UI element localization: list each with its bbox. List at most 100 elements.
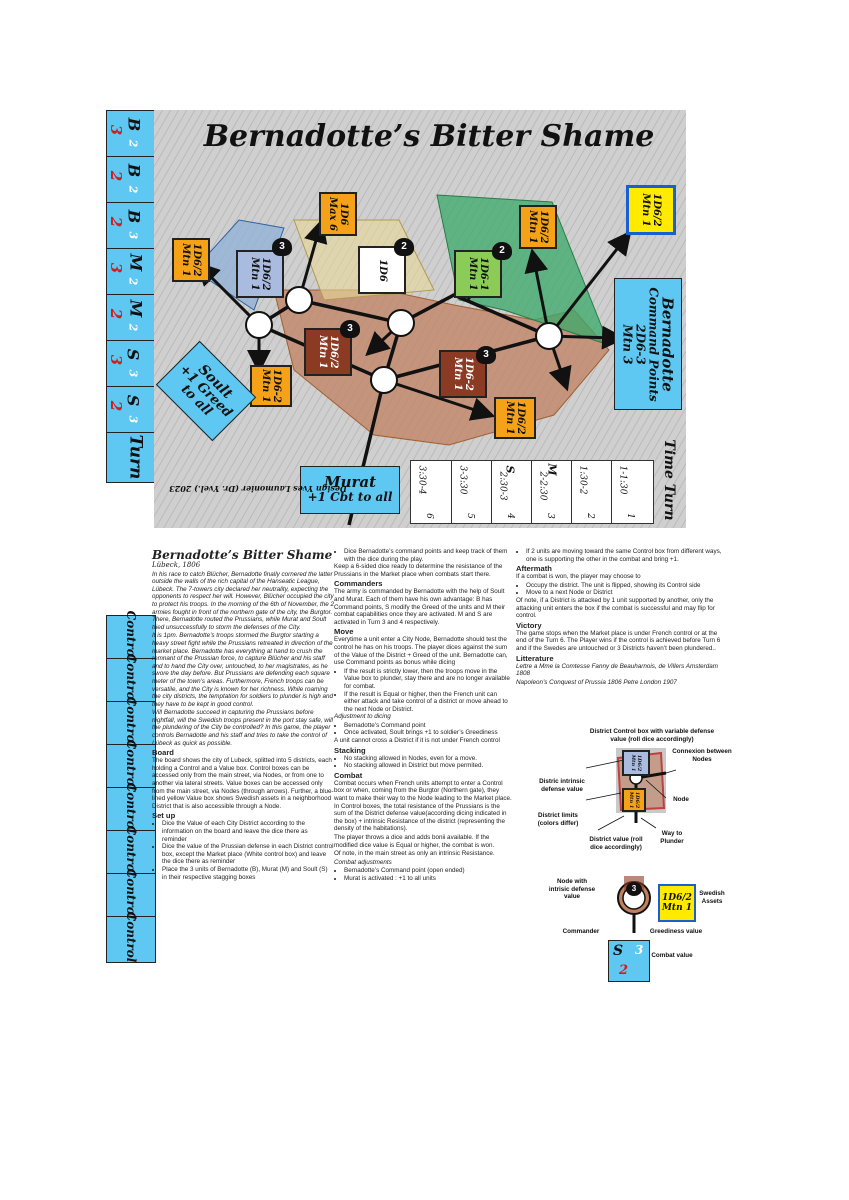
rules-paragraph: If a combat is won, the player may choos… [516, 573, 641, 581]
legend-value-box: 1D6/2 Mtn 1 [622, 788, 646, 812]
section-heading: Move [334, 627, 354, 637]
node-south [370, 366, 398, 394]
list-item: Murat is activated : +1 to all units [344, 875, 512, 883]
swedish-assets-box[interactable]: 1D6/2 Mtn 1 [626, 185, 676, 235]
designer-credit: Design Yves Laumonier (Dr. Yvel.) 2023 [169, 484, 347, 494]
node-center [387, 309, 415, 337]
section-heading: Litterature [516, 653, 554, 663]
rules-paragraph: Keep a 6-sided dice ready to determine t… [334, 563, 503, 578]
intrinsic-defense-heart: 3 [476, 346, 496, 364]
intro-paragraph: Will Bernadotte succeed in capturing the… [152, 709, 333, 747]
adjust-list: Bernadotte’s Command point Once activate… [334, 722, 512, 737]
control-counter[interactable]: Control [107, 869, 155, 919]
rules-paragraph: The game stops when the Market place is … [516, 629, 721, 652]
intrinsic-defense-heart: 3 [340, 320, 360, 338]
list-item: Once activated, Soult brings +1 to soldi… [344, 729, 512, 737]
turn-counter[interactable]: Turn [125, 434, 146, 480]
list-item: If 2 units are moving toward the same Co… [526, 548, 726, 563]
combat-support-list: If 2 units are moving toward the same Co… [516, 548, 726, 563]
setup-list-continued: Dice Bernadotte’s command points and kee… [334, 548, 512, 563]
map-legend: District Control box with variable defen… [526, 718, 732, 982]
node-northwest [285, 286, 313, 314]
section-heading: Aftermath [516, 564, 552, 574]
rules-paragraph: The player throws a dice and adds bonii … [334, 834, 495, 849]
intrinsic-defense-heart: 2 [492, 242, 512, 260]
control-counter-strip: Control Control Control Control Control … [106, 611, 156, 963]
list-item: Bernadotte’s Command point (open ended) [344, 867, 512, 875]
section-heading: Board [152, 748, 174, 758]
control-counter[interactable]: Control [107, 783, 155, 833]
list-item: Dice Bernadotte’s command points and kee… [344, 548, 512, 563]
rules-paragraph: A unit cannot cross a District if it is … [334, 737, 500, 745]
intrinsic-defense-heart: 3 [272, 238, 292, 256]
legend-node-heart: 3 [626, 882, 642, 896]
subsection-heading: Adjustment to dicing [334, 713, 391, 721]
district-control-green[interactable]: 1D6-1 Mtn 1 [454, 250, 502, 298]
section-heading: Set up [152, 811, 176, 821]
literature-item: Lettre a Mme la Comtesse Fanny de Beauha… [516, 662, 718, 678]
move-list: If the result is strictly lower, then th… [334, 668, 512, 714]
literature-item: Napoleon’s Conquest of Prussia 1806 Petr… [516, 678, 677, 686]
game-map: Bernadotte’s Bitter Shame 1D6 Max 6 1D6/… [154, 110, 686, 528]
bernadotte-staging-box[interactable]: Bernadotte Command Points 2D6-3 Mtn 3 [614, 278, 682, 410]
district-value-max6[interactable]: 1D6 Max 6 [319, 192, 357, 236]
district-value-low-left[interactable]: 1D6-2 Mtn 1 [250, 365, 292, 407]
rules-paragraph: Combat occurs when French units attempt … [334, 779, 512, 833]
rules-subtitle: Lübeck, 1806 [152, 561, 201, 569]
stacking-list: No stacking allowed in Nodes, even for a… [334, 755, 512, 770]
murat-staging-box[interactable]: Murat +1 Cbt to all [300, 466, 400, 514]
list-item: Bernadotte’s Command point [344, 722, 512, 730]
rules-title: Bernadotte’s Bitter Shame [152, 548, 333, 562]
control-counter[interactable]: Control [107, 654, 155, 704]
control-counter[interactable]: Control [124, 911, 138, 963]
list-item: If the result is strictly lower, then th… [344, 668, 512, 691]
intro-paragraph: It is 1pm. Bernadotte’s troops stormed t… [152, 632, 333, 708]
legend-control-box: 1D6/2 Mtn 1 [622, 750, 650, 776]
rules-paragraph: Everytime a unit enter a City Node, Bern… [334, 636, 508, 667]
subsection-heading: Combat adjustments [334, 858, 392, 866]
rules-paragraph: Of note, in the main street as only an i… [334, 850, 495, 858]
setup-list: Dice the Value of each City District acc… [152, 820, 334, 881]
aftermath-list: Occupy the district. The unit is flipped… [516, 582, 726, 597]
time-turn-label: Time Turn [661, 439, 677, 521]
node-east [535, 322, 563, 350]
legend-commander-counter: S 3 2 [608, 940, 650, 982]
rules-paragraph: The army is commanded by Bernadotte with… [334, 588, 506, 626]
list-item: Occupy the district. The unit is flipped… [526, 582, 726, 590]
combat-adjust-list: Bernadotte’s Command point (open ended) … [334, 867, 512, 882]
district-control-blue[interactable]: 1D6/2 Mtn 1 [236, 250, 284, 298]
district-value-left[interactable]: 1D6/2 Mtn 1 [172, 238, 210, 282]
intrinsic-defense-heart: 2 [394, 238, 414, 256]
section-heading: Commanders [334, 579, 383, 589]
section-heading: Victory [516, 620, 542, 630]
rules-column-2: Dice Bernadotte’s command points and kee… [334, 548, 512, 883]
list-item: Dice the value of the Prussian defense i… [162, 843, 334, 866]
list-item: No stacking allowed in Nodes, even for a… [344, 755, 512, 763]
control-counter[interactable]: Control [107, 611, 155, 661]
control-counter[interactable]: Control [107, 697, 155, 747]
control-counter[interactable]: Control [107, 740, 155, 790]
section-heading: Stacking [334, 745, 366, 755]
district-value-top-right[interactable]: 1D6/2 Mtn 1 [519, 205, 557, 249]
node-west [245, 311, 273, 339]
map-background [154, 110, 686, 528]
legend-swedish-box: 1D6/2 Mtn 1 [658, 884, 696, 922]
control-counter[interactable]: Control [107, 826, 155, 876]
list-item: If the result is Equal or higher, then t… [344, 691, 512, 714]
district-value-low-right[interactable]: 1D6/2 Mtn 1 [494, 397, 536, 439]
